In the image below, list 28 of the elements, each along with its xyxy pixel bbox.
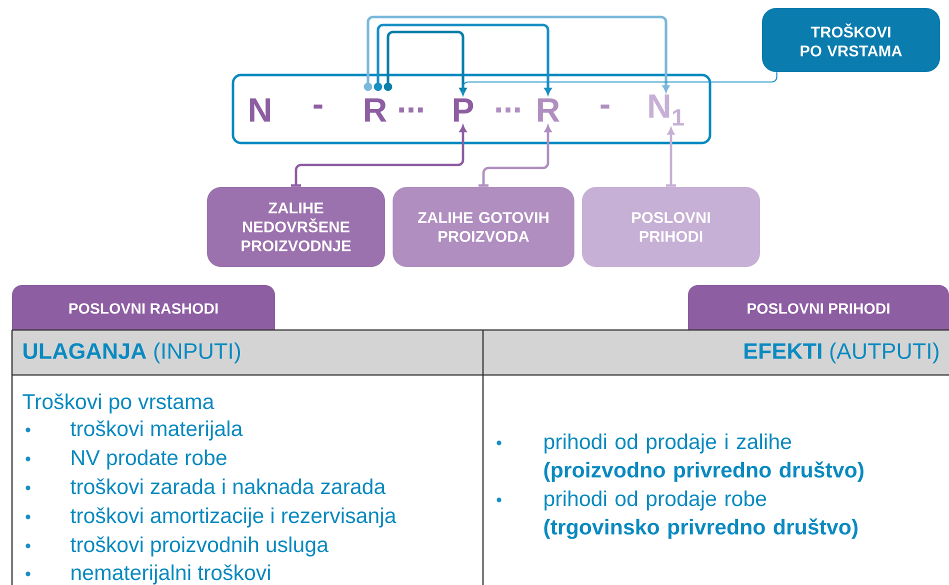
formula-letter: -: [600, 104, 610, 109]
list-heading: Troškovi po vrstama: [22, 393, 214, 414]
list-item: prihodi od prodaje robe (trgovinsko privredno društvo): [544, 490, 858, 539]
formula-box: [232, 74, 712, 144]
arrow: [374, 24, 552, 95]
formula-letter: -: [314, 104, 322, 109]
category-box: POSLOVNI PRIHODI: [582, 186, 760, 267]
arrow: [291, 125, 467, 187]
list-item: troškovi proizvodnih usluga: [70, 536, 328, 556]
category-box: ZALIHE GOTOVIH PROIZVODA: [392, 186, 574, 267]
formula-letter: P: [454, 98, 474, 122]
category-box: ZALIHE NEDOVRŠENE PROIZVODNJE: [207, 186, 385, 267]
formula-letter: N: [250, 98, 270, 122]
formula-letter: R: [538, 98, 560, 122]
arrow: [364, 16, 670, 92]
formula-letter: ...: [399, 107, 423, 112]
formula-letter: ...: [496, 107, 520, 112]
list-item: troškovi zarada i naknada zarada: [70, 478, 386, 494]
formula-letter: N$_{1}$: [649, 94, 684, 126]
formula-letter: R: [365, 98, 387, 122]
list-item: NV prodate robe: [72, 449, 226, 470]
arrow: [478, 125, 552, 187]
category-box: TROŠKOVI PO VRSTAMA: [762, 8, 940, 72]
list-item: troškovi materijala: [70, 420, 243, 440]
arrow: [666, 128, 676, 187]
list-item: nematerijalni troškovi: [72, 564, 270, 584]
list-item: prihodi od prodaje i zalihe (proizvodno privredno društvo): [544, 433, 864, 482]
list-item: troškovi amortizacije i rezervisanja: [70, 507, 396, 528]
